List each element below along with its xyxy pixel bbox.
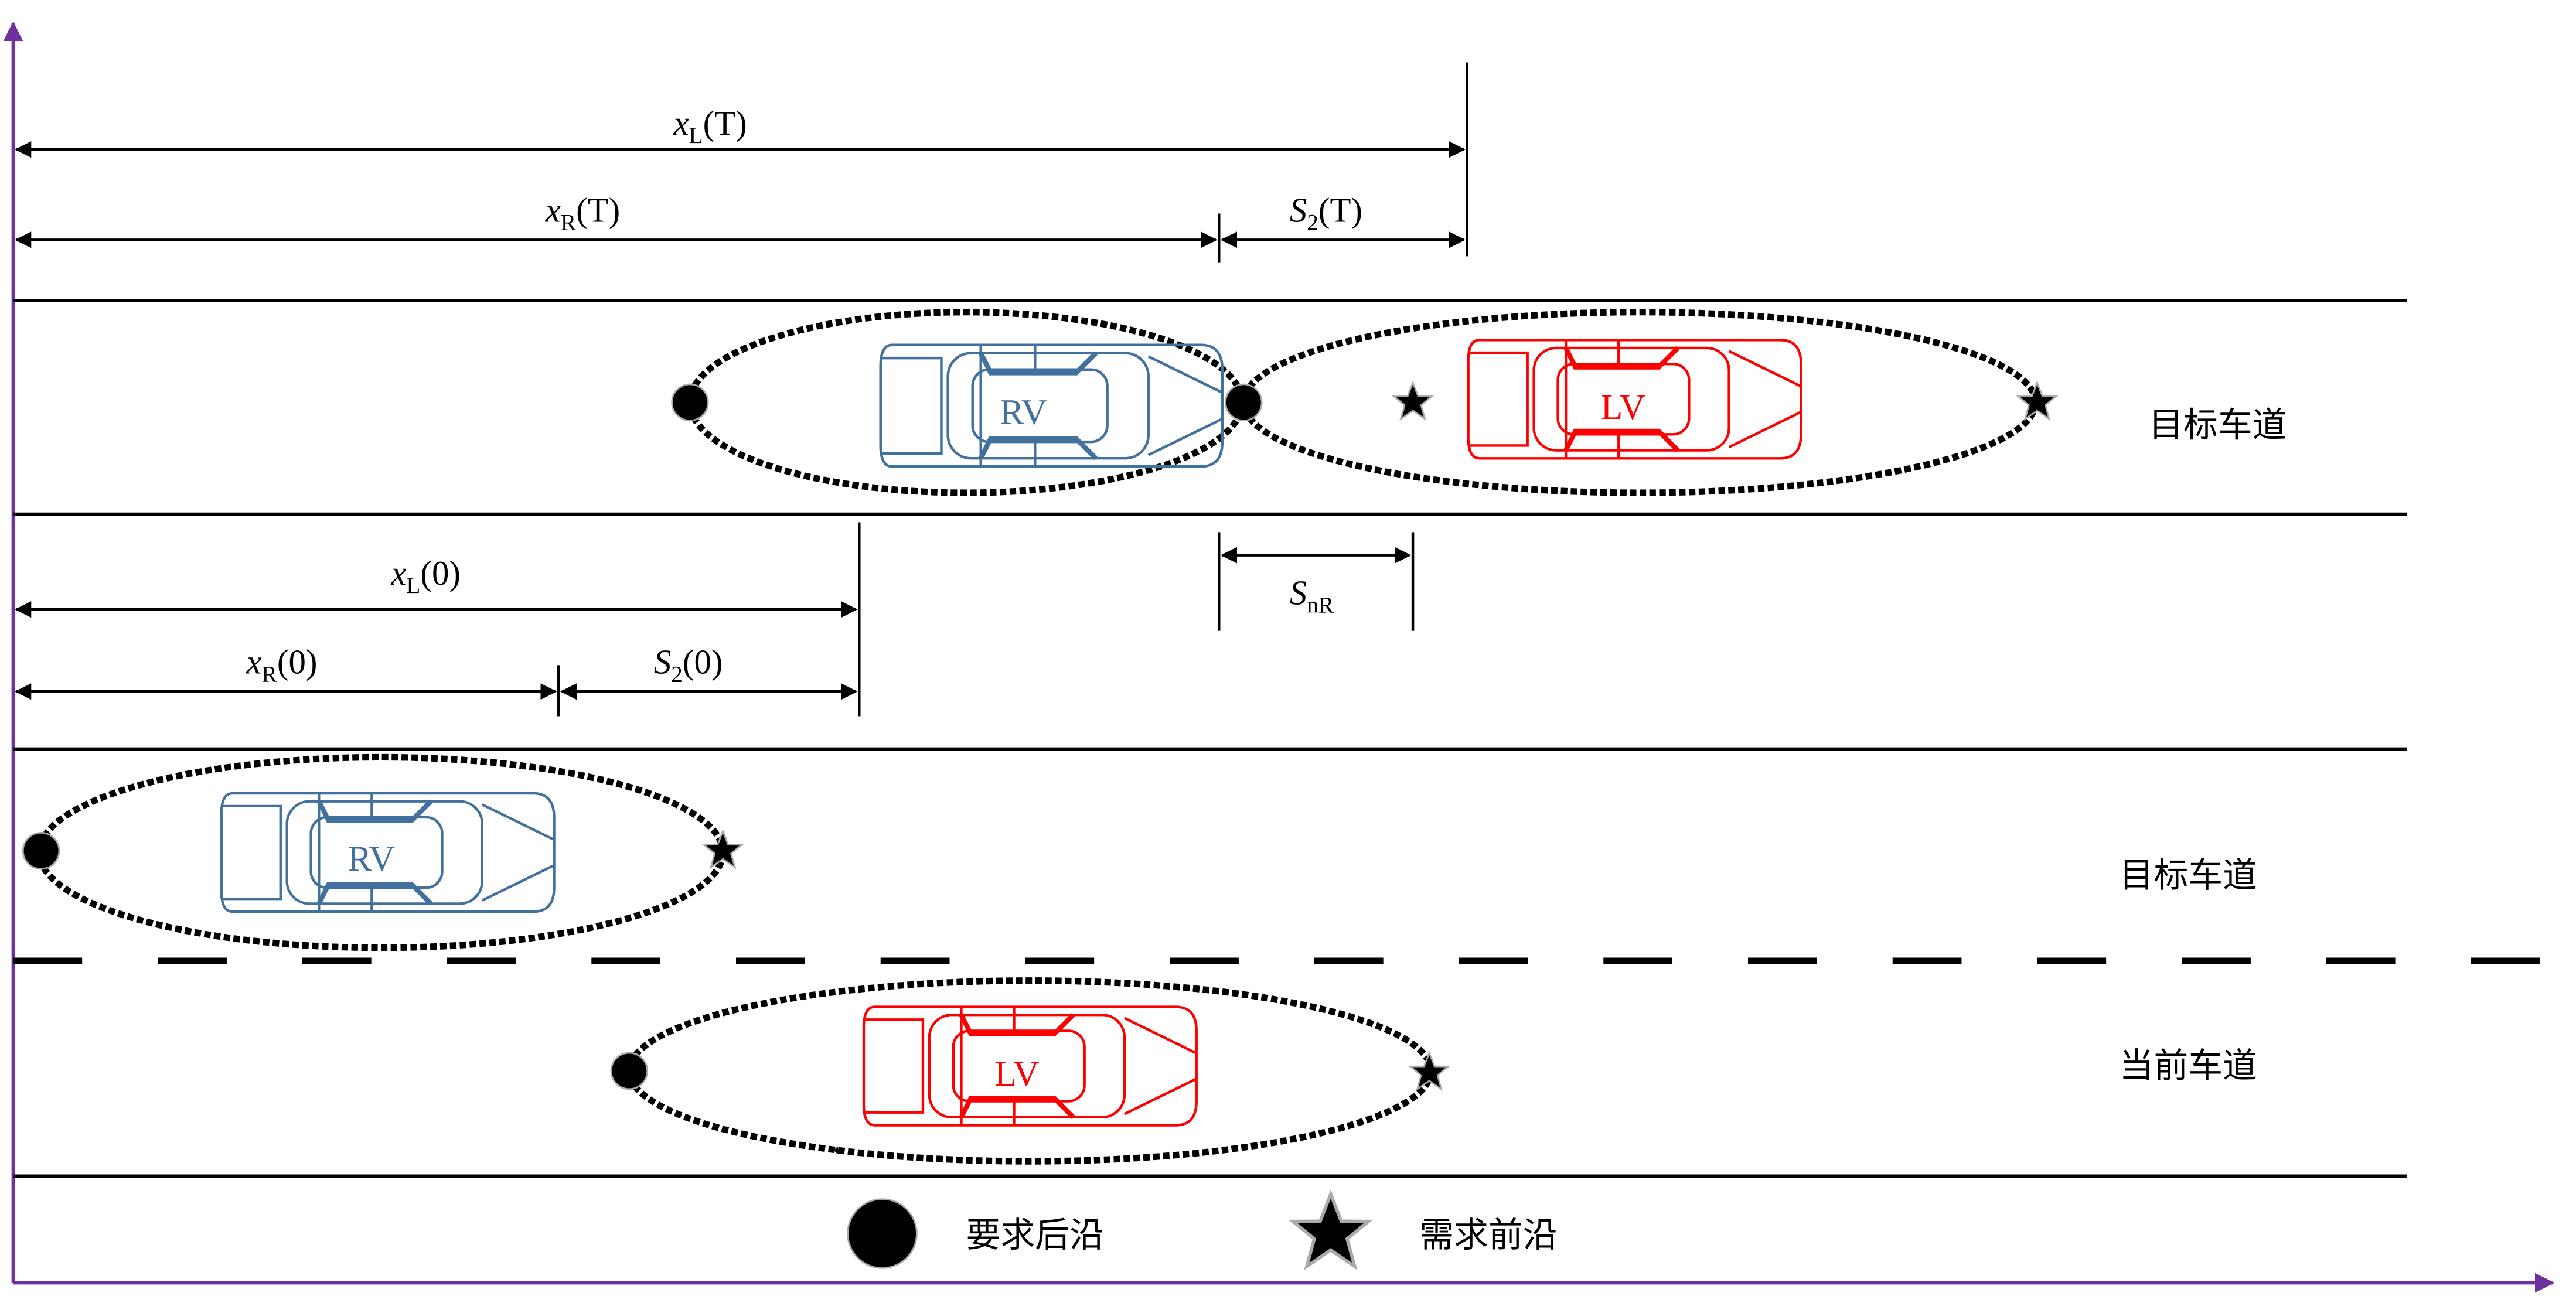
SnR-dimension bbox=[1218, 532, 1415, 631]
lv-label-bottom: LV bbox=[994, 1054, 1040, 1094]
lane-label-target-top: 目标车道 bbox=[2149, 405, 2287, 445]
legend-front-edge-label: 需求前沿 bbox=[1419, 1215, 1557, 1255]
xR-T-label: xR(T) bbox=[545, 191, 620, 235]
rear-edge-dot-icon bbox=[1225, 383, 1263, 422]
dimensions-time-T bbox=[15, 62, 1468, 263]
road-lines bbox=[13, 299, 2576, 1178]
legend-rear-edge-label: 要求后沿 bbox=[966, 1215, 1104, 1255]
legend-star-icon bbox=[1293, 1194, 1368, 1266]
rear-edge-dot-icon bbox=[22, 831, 60, 870]
rv-label-bottom: RV bbox=[347, 839, 395, 879]
front-edge-star-icon bbox=[1393, 381, 1433, 420]
rv-label-top: RV bbox=[1000, 392, 1047, 432]
front-edge-star-icon bbox=[703, 830, 743, 868]
rear-edge-dot-icon bbox=[610, 1052, 649, 1090]
xL-0-label: xL(0) bbox=[390, 554, 461, 598]
SnR-label: SnR bbox=[1290, 574, 1334, 618]
rear-edge-dot-icon bbox=[671, 383, 709, 422]
xR-0-label: xR(0) bbox=[246, 643, 318, 687]
dimensions-time-0 bbox=[15, 522, 861, 717]
lv-label-top: LV bbox=[1601, 387, 1646, 427]
legend-dot-icon bbox=[847, 1198, 918, 1269]
xL-T-label: xL(T) bbox=[673, 104, 747, 148]
S2-T-label: S2(T) bbox=[1290, 191, 1362, 235]
S2-0-label: S2(0) bbox=[654, 643, 723, 687]
lane-label-current: 当前车道 bbox=[2120, 1045, 2257, 1086]
rv-car-icon bbox=[881, 345, 1222, 466]
front-edge-star-icon bbox=[2017, 381, 2057, 420]
legend: 要求后沿 需求前沿 bbox=[847, 1194, 1558, 1269]
lane-label-target-bottom: 目标车道 bbox=[2120, 855, 2257, 895]
